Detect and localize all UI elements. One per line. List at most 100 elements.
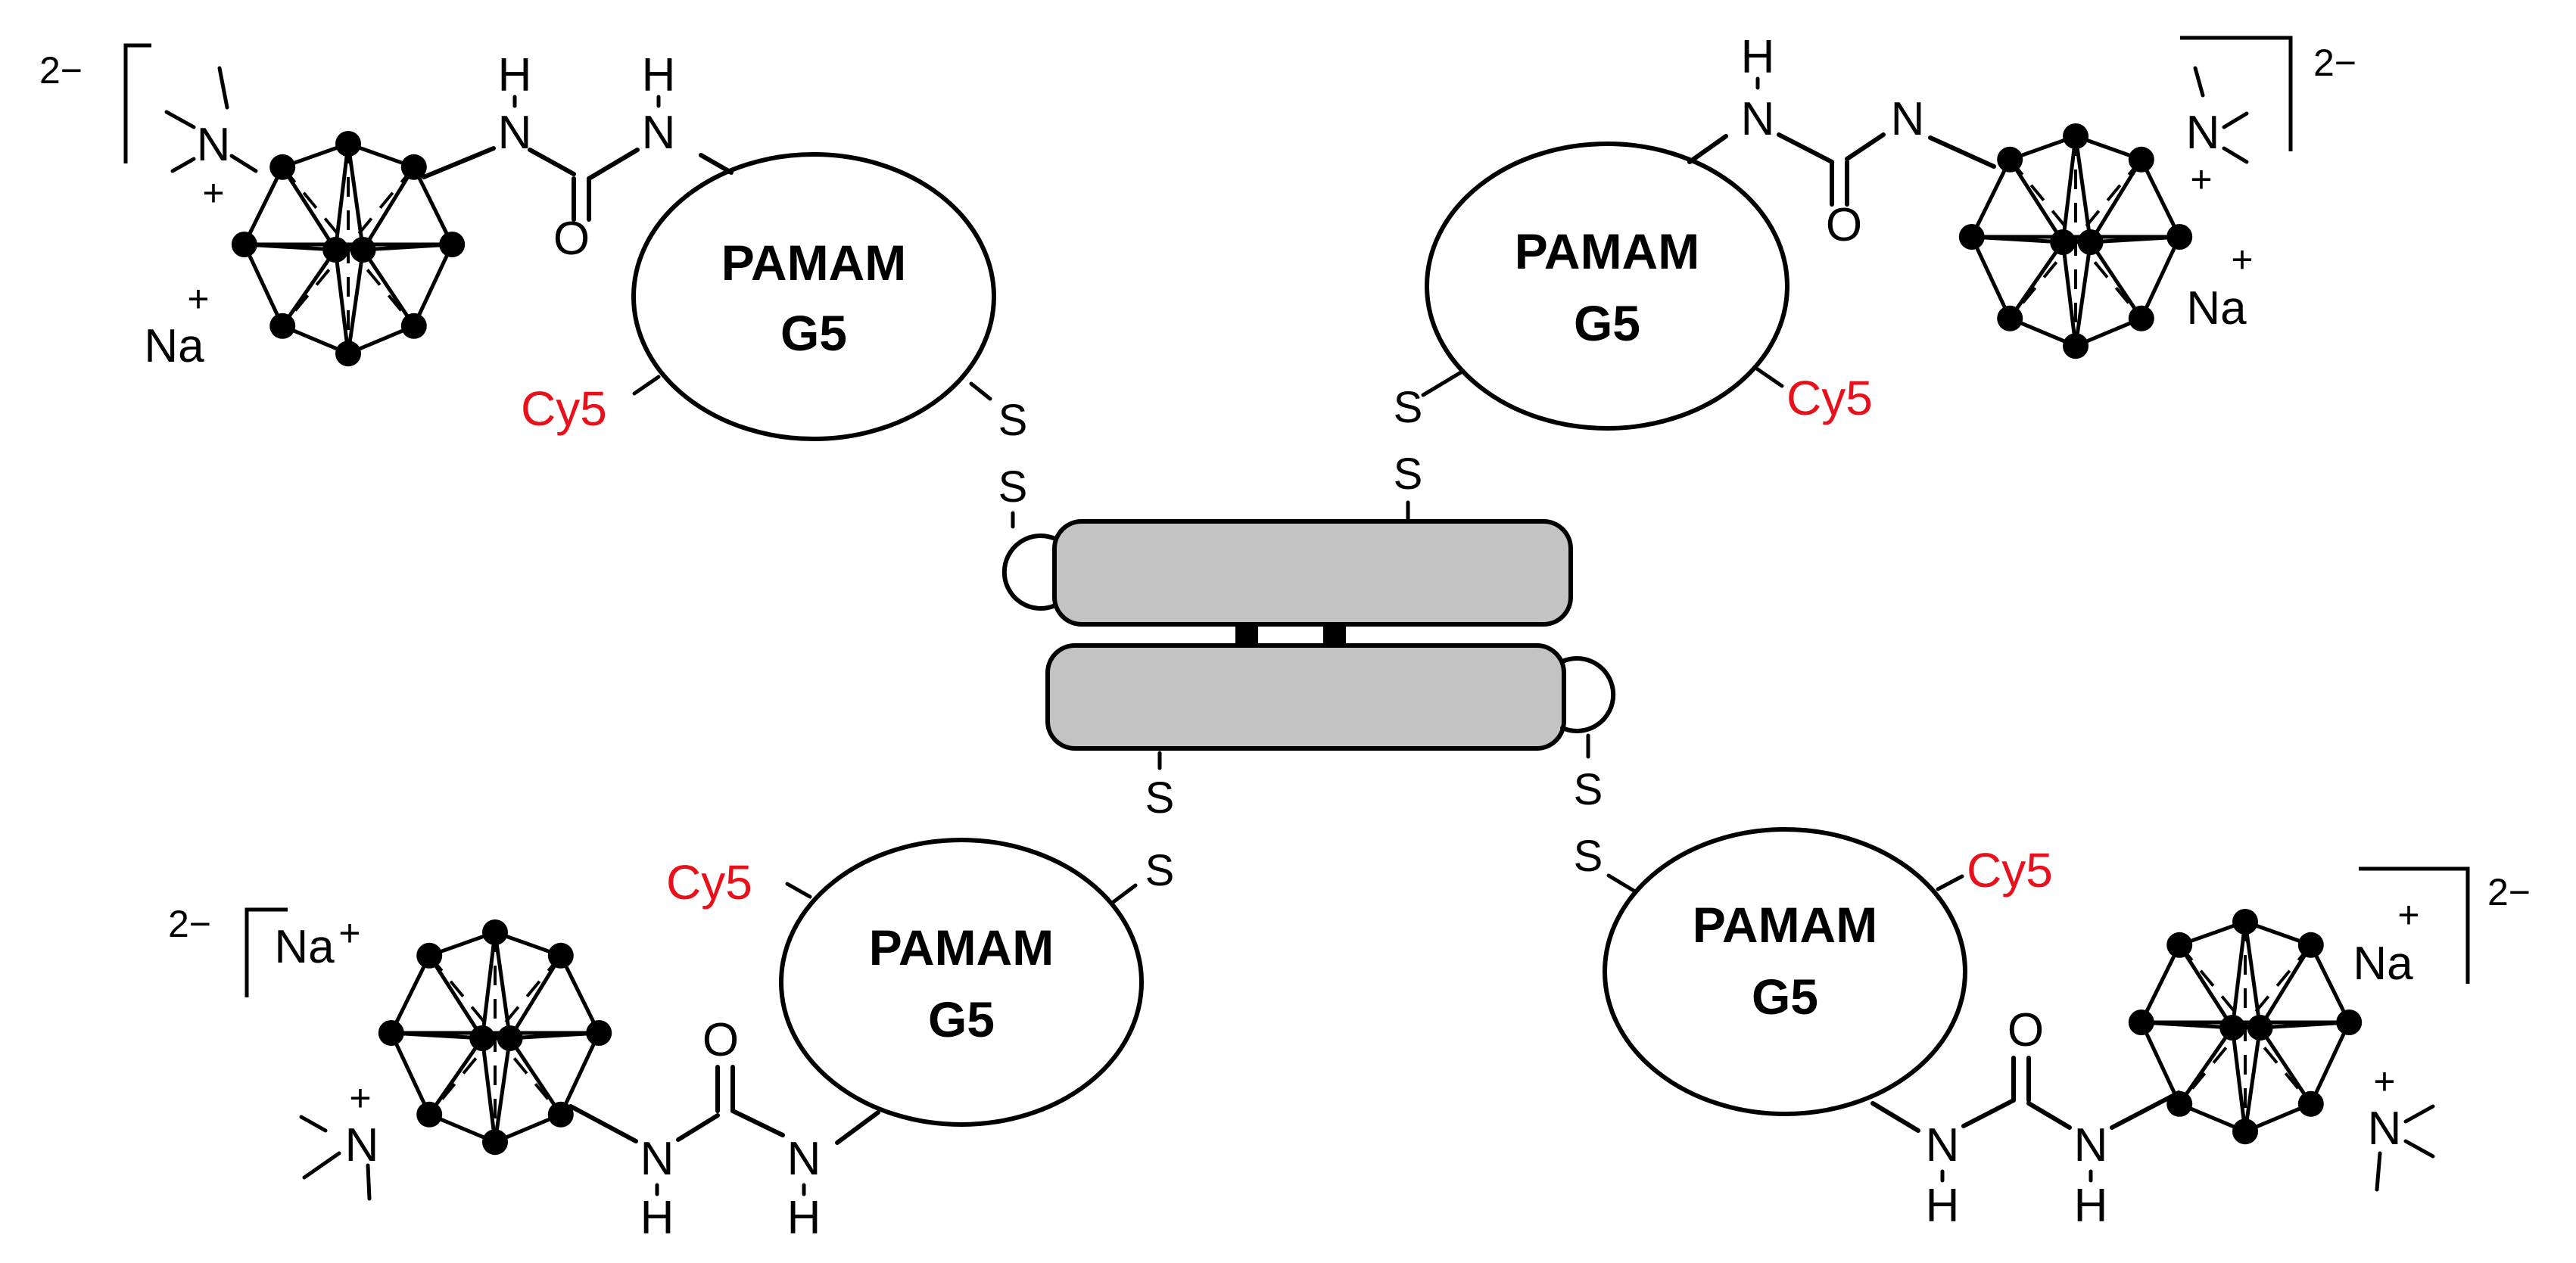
- cage-edge: [559, 1031, 601, 1117]
- sodium-plus: +: [2231, 238, 2253, 281]
- charge-bracket: [2359, 866, 2470, 984]
- sodium-plus: +: [187, 278, 209, 320]
- ammonium-n-label: N: [197, 119, 231, 171]
- boron-vertex: [1997, 146, 2023, 173]
- cage-edge: [389, 1031, 431, 1117]
- boron-vertex: [2166, 932, 2193, 958]
- ammonium-bottom-left: N +: [299, 1077, 379, 1201]
- boron-vertex: [231, 232, 257, 257]
- cage-edge: [280, 247, 338, 328]
- cage-edge: [2139, 235, 2182, 321]
- boron-vertex: [482, 1129, 508, 1156]
- boron-vertex: [2063, 123, 2089, 149]
- boron-vertex: [2232, 1118, 2258, 1145]
- boron-vertex: [2247, 1015, 2273, 1041]
- cage-edge: [412, 165, 454, 247]
- boron-vertex: [400, 313, 427, 339]
- dianion-charge-label: 2−: [2313, 42, 2356, 84]
- cage-edge: [2309, 1020, 2351, 1106]
- boron-vertex: [2166, 1090, 2193, 1117]
- urea-bottom-left: N H O N H: [568, 1014, 880, 1244]
- sulfur-label: S: [1574, 832, 1603, 881]
- ammonium-bottom-right: N +: [2368, 1060, 2435, 1192]
- boron-vertex: [416, 1101, 443, 1128]
- borane-cage-top-right: [1958, 123, 2193, 359]
- ammonium-top-right: N +: [2186, 66, 2249, 201]
- cage-edge: [2139, 1020, 2182, 1106]
- dianion-charge-label: 2−: [2487, 871, 2531, 913]
- sulfur-label: S: [1145, 773, 1175, 823]
- cage-edge: [2008, 240, 2065, 321]
- cage-edge: [2258, 1025, 2313, 1106]
- boron-vertex: [547, 1101, 574, 1128]
- boron-vertex: [2128, 1009, 2154, 1035]
- cage-edge: [280, 165, 338, 252]
- urea-h-label: H: [498, 49, 532, 101]
- urea-h-label: H: [642, 49, 676, 101]
- cage-edge: [2089, 240, 2144, 321]
- boron-vertex: [416, 942, 443, 969]
- sodium-counterion-label: Na: [2353, 938, 2413, 990]
- core-loop-left: [1001, 534, 1057, 611]
- ammonium-plus: +: [2373, 1060, 2395, 1103]
- cy5-dye-label: Cy5: [666, 855, 752, 910]
- boron-vertex: [482, 919, 508, 945]
- core-loop-right: [1560, 656, 1616, 733]
- boron-vertex: [400, 154, 427, 180]
- dendrimer-bottom-right: PAMAM G5 Cy5: [1603, 827, 2053, 1116]
- boron-vertex: [269, 154, 296, 180]
- sodium-counterion-label: Na: [2186, 282, 2247, 334]
- urea-n-label: N: [498, 107, 532, 159]
- cage-edge: [2309, 943, 2351, 1025]
- urea-n-label: N: [1741, 93, 1775, 145]
- charge-bracket: [2180, 36, 2293, 151]
- borane-clusters: [231, 123, 2363, 1156]
- ammonium-n-label: N: [2186, 107, 2220, 159]
- cage-edge: [508, 953, 563, 1041]
- cage-edge: [389, 953, 431, 1035]
- ammonium-n-label: N: [345, 1119, 379, 1171]
- urea-h-label: H: [1926, 1180, 1960, 1232]
- urea-top-right: H N O N: [1687, 31, 1996, 251]
- boron-vertex: [378, 1020, 404, 1046]
- cage-edge: [2258, 943, 2313, 1030]
- urea-h-label: H: [787, 1192, 821, 1244]
- dendrimer-ellipse: [1603, 827, 1967, 1116]
- cage-edge: [333, 247, 350, 356]
- cage-edge: [480, 930, 497, 1041]
- urea-n-label: N: [640, 1133, 674, 1185]
- cage-edge: [1970, 157, 2012, 239]
- urea-n-label: N: [1891, 93, 1925, 145]
- dendrimer-bottom-left: PAMAM G5 Cy5: [666, 838, 1144, 1127]
- borane-cage-bottom-left: [378, 919, 612, 1156]
- dendrimer-top-right: PAMAM G5 Cy5: [1425, 142, 1873, 431]
- dendrimer-ellipse: [779, 838, 1144, 1127]
- cage-edge: [2243, 919, 2263, 1030]
- dendrimer-generation: G5: [1752, 969, 1818, 1025]
- dendrimer-name: PAMAM: [721, 235, 906, 291]
- urea-n-label: N: [787, 1133, 821, 1185]
- sulfur-label: S: [998, 462, 1028, 512]
- ammonium-plus: +: [2190, 158, 2212, 201]
- cy5-dye-label: Cy5: [1786, 371, 1873, 425]
- disulfide-linker-top-right: S S: [1394, 370, 1463, 524]
- sulfur-label: S: [998, 396, 1028, 445]
- central-core: [1001, 519, 1616, 751]
- boron-vertex: [1997, 305, 2023, 331]
- boron-vertex: [469, 1025, 496, 1051]
- cage-edge: [2177, 1025, 2235, 1106]
- sodium-counterion-label: Na: [144, 320, 204, 372]
- boron-vertex: [335, 131, 361, 157]
- boron-vertex: [2232, 909, 2258, 935]
- ammonium-top-left: N +: [164, 66, 258, 214]
- cage-edge: [2073, 240, 2093, 348]
- urea-o-label: O: [1826, 199, 1862, 251]
- core-capsule-top: [1052, 519, 1573, 627]
- ammonium-plus: +: [202, 172, 224, 214]
- boron-vertex: [547, 942, 574, 969]
- dendrimer-ellipse: [631, 152, 996, 441]
- cage-edge: [346, 142, 366, 252]
- boron-vertex: [439, 232, 466, 257]
- boron-vertex: [2063, 333, 2089, 359]
